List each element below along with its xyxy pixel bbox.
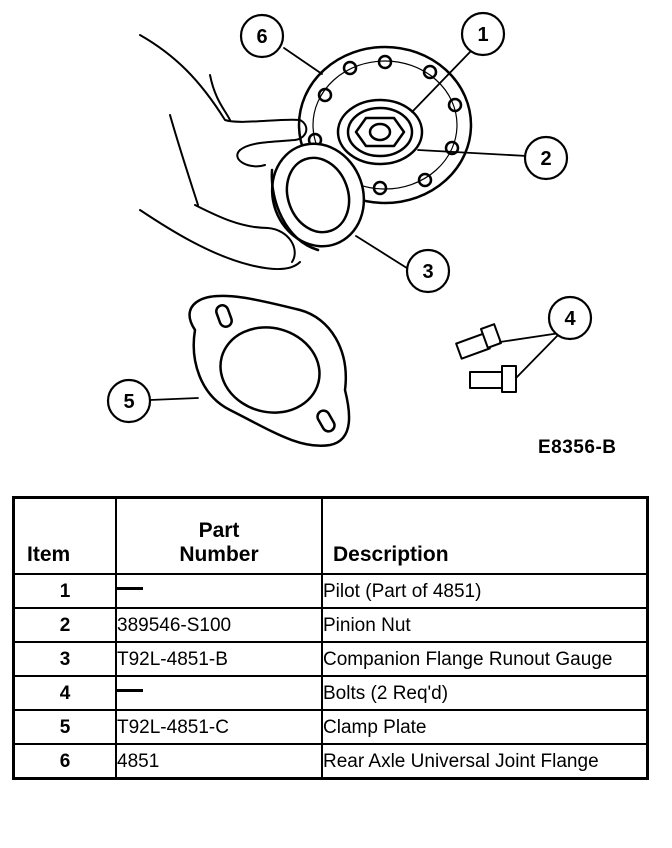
row-part-number	[115, 572, 323, 609]
header-part-number-line2: Number	[179, 542, 259, 566]
dash-mark	[117, 688, 143, 692]
runout-gauge	[270, 142, 366, 252]
header-description: Description	[321, 496, 649, 575]
dash-mark	[117, 586, 143, 590]
bolts	[455, 323, 517, 393]
row-item: 4	[12, 674, 117, 711]
callout-4: 4	[564, 308, 576, 330]
clamp-plate	[188, 294, 351, 448]
row-description: Pinion Nut	[321, 606, 649, 643]
exploded-view-illustration: 1 2 3 4 5 6	[106, 11, 593, 448]
row-description: Pilot (Part of 4851)	[321, 572, 649, 609]
row-part-number: 389546-S100	[115, 606, 323, 643]
row-part-number	[115, 674, 323, 711]
row-part-number: T92L-4851-B	[115, 640, 323, 677]
header-item: Item	[12, 496, 117, 575]
row-item: 6	[12, 742, 117, 779]
row-item: 3	[12, 640, 117, 677]
table-row: 6 4851 Rear Axle Universal Joint Flange	[12, 742, 649, 779]
table-row: 2 389546-S100 Pinion Nut	[12, 606, 649, 643]
table-row: 3 T92L-4851-B Companion Flange Runout Ga…	[12, 640, 649, 677]
row-item: 1	[12, 572, 117, 609]
row-part-number: T92L-4851-C	[115, 708, 323, 745]
table-row: 5 T92L-4851-C Clamp Plate	[12, 708, 649, 745]
callout-3: 3	[422, 261, 433, 283]
row-part-number: 4851	[115, 742, 323, 779]
row-description: Rear Axle Universal Joint Flange	[321, 742, 649, 779]
callout-2: 2	[540, 148, 551, 170]
header-part-number-line1: Part	[198, 518, 240, 542]
callout-6: 6	[256, 26, 267, 48]
callout-1: 1	[477, 24, 488, 46]
figure-id-label: E8356-B	[538, 437, 617, 458]
technician-hand	[139, 34, 308, 271]
pilot-and-pinion-nut	[336, 98, 424, 166]
row-item: 2	[12, 606, 117, 643]
table-row: 1 Pilot (Part of 4851)	[12, 572, 649, 609]
row-description: Bolts (2 Req'd)	[321, 674, 649, 711]
callout-5: 5	[123, 391, 134, 413]
table-header-row: Item Part Number Description	[12, 496, 649, 575]
table-row: 4 Bolts (2 Req'd)	[12, 674, 649, 711]
header-part-number: Part Number	[115, 496, 323, 575]
callout-circles	[106, 11, 593, 424]
leader-lines	[149, 47, 561, 401]
row-description: Clamp Plate	[321, 708, 649, 745]
row-item: 5	[12, 708, 117, 745]
parts-table: Item Part Number Description 1 Pilot (Pa…	[12, 496, 649, 780]
row-description: Companion Flange Runout Gauge	[321, 640, 649, 677]
